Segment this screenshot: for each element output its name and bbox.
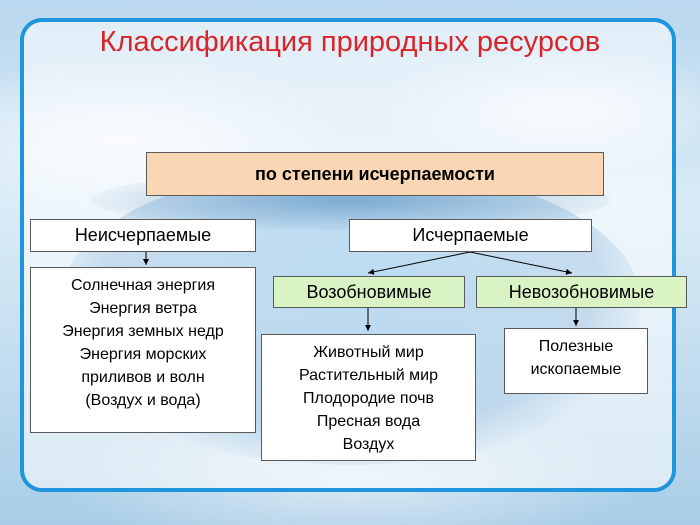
list-item: (Воздух и вода) [85, 392, 201, 409]
list-item: Растительный мир [298, 367, 439, 384]
renewable-list-box: Животный мир Растительный мир Плодородие… [261, 334, 476, 461]
list-item: ископаемые [530, 361, 622, 378]
list-item: Энергия земных недр [62, 323, 224, 340]
renewable-label: Возобновимые [306, 282, 432, 302]
nonrenewable-list-box: Полезные ископаемые [504, 328, 648, 394]
list-item: Воздух [342, 436, 395, 453]
inexhaustible-label: Неисчерпаемые [74, 225, 212, 245]
arrow-exhaustible-to-renewable [367, 251, 471, 275]
list-item: приливов и волн [81, 369, 205, 386]
list-item: Энергия ветра [89, 300, 197, 317]
root-category-label: по степени исчерпаемости [255, 164, 495, 184]
list-item: Пресная вода [316, 413, 421, 430]
list-item: Полезные [538, 338, 614, 355]
list-item: Солнечная энергия [70, 277, 216, 294]
inexhaustible-box: Неисчерпаемые [30, 219, 256, 252]
slide-title: Классификация природных ресурсов [99, 26, 601, 58]
root-category-box: по степени исчерпаемости [146, 152, 604, 196]
nonrenewable-label: Невозобновимые [508, 282, 655, 302]
exhaustible-box: Исчерпаемые [349, 219, 592, 252]
list-item: Энергия морских [79, 346, 207, 363]
nonrenewable-box: Невозобновимые [476, 276, 687, 308]
arrow-exhaustible-to-nonrenewable [469, 251, 573, 275]
inexhaustible-list-box: Солнечная энергия Энергия ветра Энергия … [30, 267, 256, 433]
renewable-box: Возобновимые [273, 276, 465, 308]
list-item: Животный мир [313, 344, 424, 361]
exhaustible-label: Исчерпаемые [412, 225, 529, 245]
list-item: Плодородие почв [303, 390, 434, 407]
